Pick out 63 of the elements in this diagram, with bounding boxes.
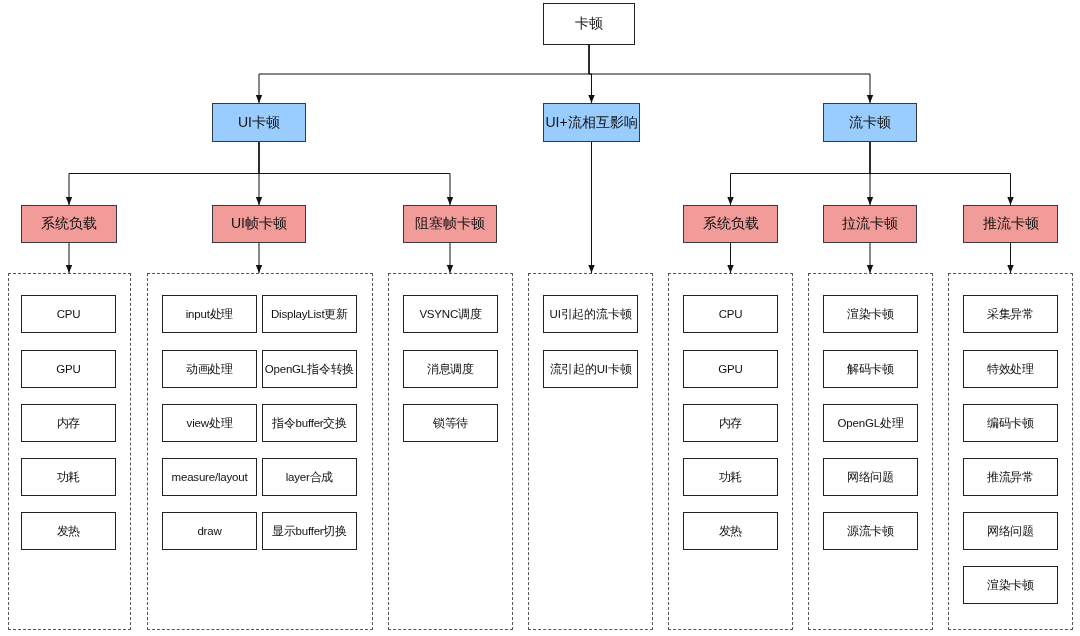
item-box: 网络问题 (963, 512, 1058, 550)
arrow (869, 141, 1014, 206)
item-box: 解码卡顿 (823, 350, 918, 388)
item-box: measure/layout (162, 458, 257, 496)
arrow (65, 242, 73, 274)
dashed-group-box (948, 273, 1073, 630)
item-box: 动画处理 (162, 350, 257, 388)
item-box: 渲染卡顿 (823, 295, 918, 333)
item-box: 内存 (683, 404, 778, 442)
category-box: UI+流相互影响 (543, 103, 640, 142)
dashed-group-box (147, 273, 373, 630)
category-box: UI卡顿 (212, 103, 306, 142)
dashed-group-box (8, 273, 131, 630)
subcategory-box: 推流卡顿 (963, 205, 1058, 243)
item-box: input处理 (162, 295, 257, 333)
subcategory-box: 拉流卡顿 (823, 205, 917, 243)
item-box: 流引起的UI卡顿 (543, 350, 638, 388)
subcategory-box: UI帧卡顿 (212, 205, 306, 243)
item-box: 锁等待 (403, 404, 498, 442)
arrow (588, 44, 874, 104)
item-box: 编码卡顿 (963, 404, 1058, 442)
arrow (866, 242, 874, 274)
item-box: draw (162, 512, 257, 550)
dashed-group-box (668, 273, 793, 630)
arrow (446, 242, 454, 274)
item-box: 指令buffer交换 (262, 404, 357, 442)
subcategory-box: 系统负载 (683, 205, 778, 243)
item-box: 内存 (21, 404, 116, 442)
item-box: UI引起的流卡顿 (543, 295, 638, 333)
root-box: 卡顿 (543, 3, 635, 45)
item-box: 发热 (683, 512, 778, 550)
dashed-group-box (808, 273, 933, 630)
item-box: CPU (683, 295, 778, 333)
arrow (255, 242, 263, 274)
item-box: 推流异常 (963, 458, 1058, 496)
item-box: 显示buffer切换 (262, 512, 357, 550)
item-box: 特效处理 (963, 350, 1058, 388)
dashed-group-box (388, 273, 513, 630)
item-box: GPU (683, 350, 778, 388)
item-box: OpenGL指令转换 (262, 350, 357, 388)
item-box: 网络问题 (823, 458, 918, 496)
arrow (1007, 242, 1014, 274)
item-box: 渲染卡顿 (963, 566, 1058, 604)
item-box: 消息调度 (403, 350, 498, 388)
category-box: 流卡顿 (823, 103, 917, 142)
arrow (588, 141, 595, 274)
item-box: 源流卡顿 (823, 512, 918, 550)
item-box: 功耗 (683, 458, 778, 496)
item-box: VSYNC调度 (403, 295, 498, 333)
subcategory-box: 系统负载 (21, 205, 117, 243)
item-box: DisplayList更新 (262, 295, 357, 333)
item-box: view处理 (162, 404, 257, 442)
subcategory-box: 阻塞帧卡顿 (403, 205, 497, 243)
dashed-group-box (528, 273, 653, 630)
item-box: layer合成 (262, 458, 357, 496)
item-box: OpenGL处理 (823, 404, 918, 442)
item-box: 采集异常 (963, 295, 1058, 333)
item-box: 功耗 (21, 458, 116, 496)
item-box: 发热 (21, 512, 116, 550)
arrow (727, 242, 734, 274)
item-box: CPU (21, 295, 116, 333)
item-box: GPU (21, 350, 116, 388)
arrow (258, 141, 454, 206)
